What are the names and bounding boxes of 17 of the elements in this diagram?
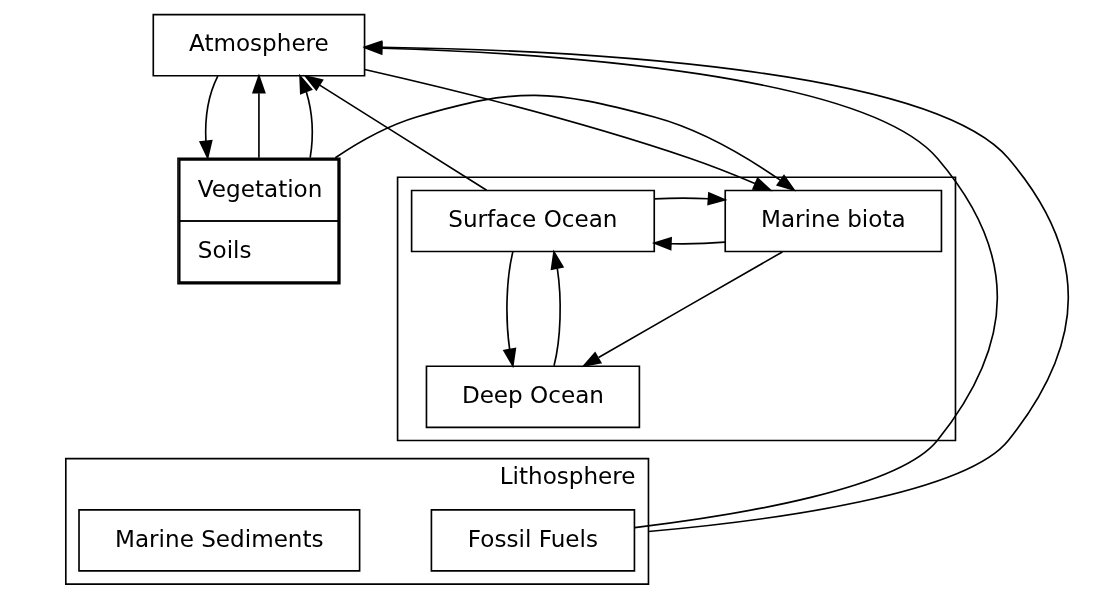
node-box: Fossil Fuels [430, 509, 635, 572]
node-box: Marine biota [723, 189, 942, 253]
arrow [198, 75, 219, 161]
arrow [580, 251, 783, 368]
arrow [651, 236, 726, 251]
arrow [363, 68, 773, 192]
arrow [298, 73, 313, 159]
arrow [653, 191, 727, 206]
arrow [302, 74, 487, 192]
arrow [550, 249, 564, 367]
arrow [502, 251, 516, 369]
node-box: Marine Sediments [77, 509, 360, 572]
node-box: Deep Ocean [425, 365, 640, 429]
node-box: Atmosphere [151, 13, 365, 77]
arrow [334, 94, 796, 192]
arrow [251, 73, 266, 159]
node-box: Surface Ocean [410, 189, 655, 253]
